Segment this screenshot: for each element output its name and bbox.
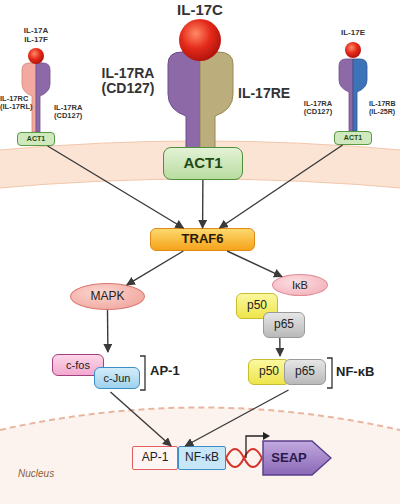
receptor-name: IL-17RE: [238, 86, 308, 101]
nuclear-envelope: [0, 408, 400, 431]
node-text: SEAP: [271, 451, 322, 465]
node-text: AP-1: [142, 451, 169, 464]
protein-box: p65: [263, 312, 305, 338]
signal-arrow: [202, 180, 204, 228]
signal-arrow: [111, 392, 172, 446]
nucleus-area: [0, 408, 400, 504]
receptor-name: IL-17RC (IL-17RL): [0, 95, 36, 112]
receptor-name: IL-17RB (IL-25R): [369, 100, 400, 115]
protein-box: c-Jun: [94, 367, 140, 389]
node-text: AP-1: [150, 364, 180, 378]
receptor-name: IL-17RA (CD127): [92, 66, 164, 97]
membrane-edge: [0, 179, 400, 188]
receptor-chain: [36, 63, 50, 132]
signal-arrow: [279, 338, 281, 356]
promoter-box: NF-κB: [178, 446, 226, 470]
promoter-box: AP-1: [132, 446, 178, 470]
node-text: TRAF6: [182, 232, 224, 246]
node-text: p65: [295, 365, 315, 378]
signal-arrow: [107, 310, 109, 352]
node-text: NF-κB: [336, 365, 374, 379]
node-text: p50: [247, 299, 267, 312]
ligand-name: IL-17E: [333, 29, 373, 38]
adaptor-box: ACT1: [163, 147, 243, 180]
complex-group: NF-κB p50 p65: [248, 356, 383, 390]
ligand-name: IL-17A IL-17F: [18, 27, 54, 45]
compartment-label: Nucleus: [18, 468, 88, 479]
node-text: ACT1: [183, 155, 222, 172]
receptor-chain: [168, 52, 200, 150]
node-text: NF-κB: [185, 451, 219, 464]
protein-box: p65: [284, 359, 326, 385]
dna-helix: [226, 449, 262, 467]
receptor-name: IL-17RA (CD127): [54, 104, 92, 121]
receptor-chain: [353, 59, 367, 131]
adaptor-box: ACT1: [334, 131, 372, 145]
inhibitor-ellipse: IκB: [272, 274, 328, 296]
node-text: ACT1: [344, 134, 362, 142]
signal-arrow: [185, 390, 288, 446]
cell-membrane: [0, 141, 400, 188]
complex-group: AP-1 c-fos c-Jun: [52, 352, 182, 392]
node-text: p50: [259, 365, 279, 378]
bracket: [140, 356, 145, 390]
ligand-circle: [345, 42, 361, 58]
kinase-ellipse: MAPK: [70, 283, 145, 310]
ligand-circle: [28, 48, 44, 64]
ligand-name: IL-17C: [160, 2, 240, 19]
adaptor-box: ACT1: [17, 132, 55, 146]
receptor-chain: [339, 59, 353, 131]
signal-arrow: [227, 251, 282, 277]
signal-arrow: [127, 251, 184, 285]
receptor-chain: [200, 52, 233, 150]
receptor-name: IL-17RA (CD127): [300, 100, 336, 117]
kinase-box: TRAF6: [150, 228, 255, 251]
node-text: ACT1: [27, 135, 45, 143]
promoter-arrow-head: [263, 432, 270, 440]
dna-helix: [226, 449, 262, 467]
node-text: c-Jun: [104, 372, 131, 384]
node-text: IκB: [292, 279, 308, 291]
bracket: [327, 358, 332, 388]
node-text: p65: [274, 318, 294, 331]
node-text: c-fos: [66, 359, 90, 371]
ligand-circle: [179, 19, 221, 61]
reporter-arrow: SEAP: [262, 440, 332, 476]
reporter-arrow-outline: [263, 441, 331, 475]
promoter-arrow: [246, 436, 264, 458]
node-text: MAPK: [90, 290, 124, 303]
